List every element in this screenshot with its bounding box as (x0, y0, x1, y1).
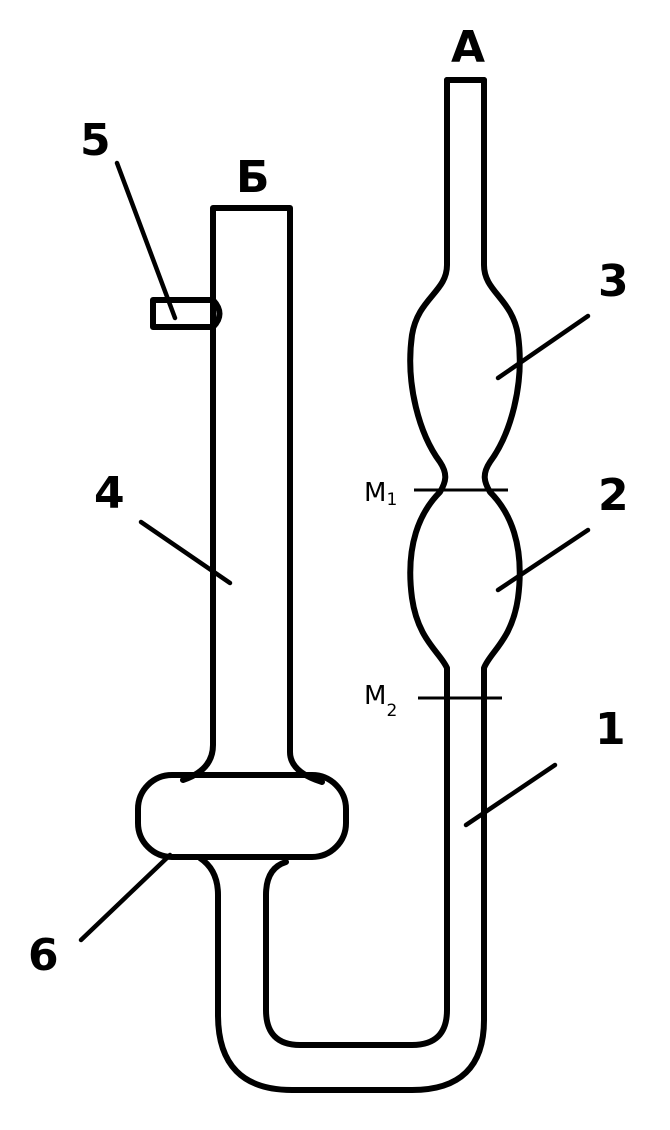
label-part-5: 5 (80, 115, 111, 166)
capillary-arm-outline-inner (197, 77, 523, 1093)
label-opening-a: A (451, 22, 485, 73)
mark-m1-sub: 1 (386, 490, 397, 510)
side-tube (150, 297, 223, 330)
label-opening-b: Б (236, 152, 270, 203)
leader-2 (495, 527, 591, 593)
label-part-4: 4 (94, 468, 125, 519)
wide-tube-outline (180, 205, 325, 785)
mark-m2-base: M (364, 681, 386, 711)
label-part-6: 6 (28, 930, 59, 981)
label-part-1: 1 (595, 704, 626, 755)
leader-5 (114, 160, 178, 321)
mark-m1-base: M (364, 478, 386, 508)
label-part-2: 2 (598, 470, 629, 521)
leader-4 (138, 519, 233, 586)
leader-6 (78, 852, 173, 943)
label-mark-m1: M1 (364, 478, 397, 510)
mark-m2-sub: 2 (386, 701, 397, 721)
capillary-arm-outline (263, 77, 450, 1048)
leader-3 (495, 313, 591, 381)
leader-1 (463, 762, 558, 828)
label-mark-m2: M2 (364, 681, 397, 721)
label-part-3: 3 (598, 256, 629, 307)
reservoir-bulb (135, 772, 349, 860)
